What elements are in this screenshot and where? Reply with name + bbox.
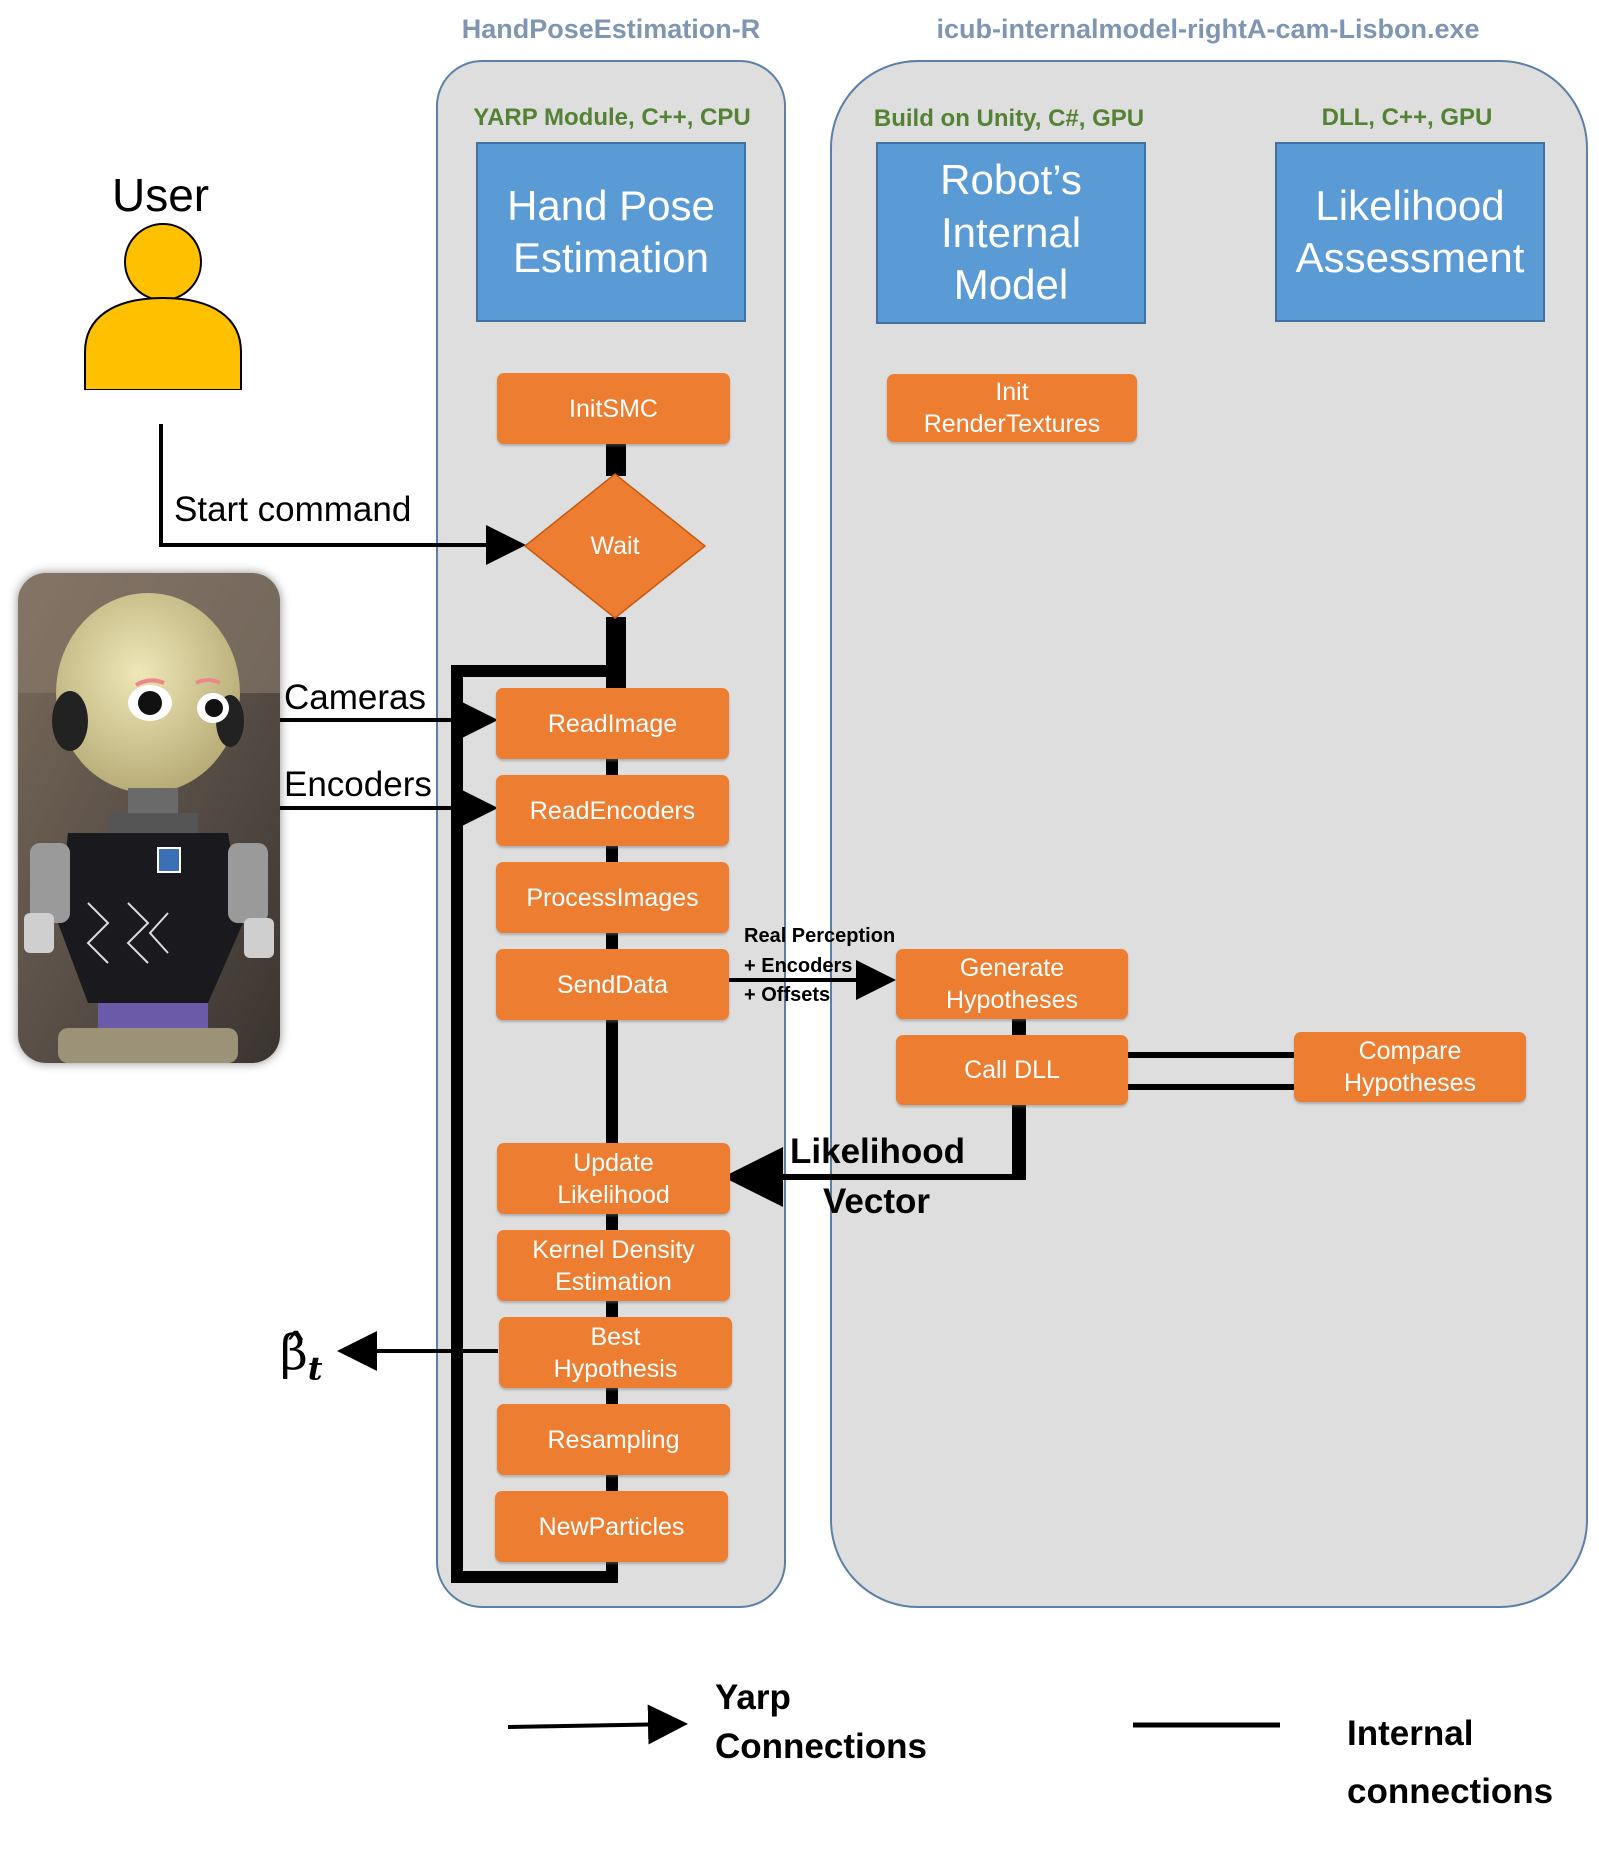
- hand-pose-estimation-module: Hand Pose Estimation: [476, 142, 746, 322]
- step-wait-label: Wait: [590, 531, 640, 560]
- internal-connection-generate-calldll: [1012, 1016, 1026, 1038]
- icub-robot-photo: [18, 573, 280, 1063]
- likelihood-assessment-module: Likelihood Assessment: [1275, 142, 1545, 322]
- user-icon: [84, 223, 242, 390]
- beta-t-output-label: β̂t: [280, 1325, 323, 1388]
- legend-yarp-label-line1: Yarp: [715, 1678, 791, 1717]
- beta-subscript: t: [307, 1349, 323, 1388]
- step-compare-hypotheses: Compare Hypotheses: [1294, 1032, 1526, 1102]
- internal-connection-loop-bottom: [451, 1571, 618, 1583]
- step-processimages: ProcessImages: [496, 862, 729, 933]
- legend-yarp-arrow: [507, 1704, 688, 1745]
- legend-internal-label-line2: connections: [1347, 1772, 1554, 1811]
- start-command-arrow: [159, 424, 526, 565]
- internal-connection-initsmc-wait: [606, 444, 626, 476]
- likelihood-vector-arrow: [723, 1147, 1022, 1207]
- step-init-rendertextures: Init RenderTextures: [887, 374, 1137, 442]
- step-readencoders: ReadEncoders: [496, 775, 729, 846]
- internal-connection-compare-bottom: [1126, 1084, 1294, 1090]
- encoders-label: Encoders: [284, 765, 432, 804]
- step-update-likelihood: Update Likelihood: [497, 1143, 730, 1214]
- real-perception-label-line1: Real Perception: [744, 925, 896, 947]
- left-panel-title: HandPoseEstimation-R: [461, 14, 761, 44]
- icub-robot-picture: [18, 573, 280, 1063]
- step-call-dll: Call DLL: [896, 1035, 1128, 1105]
- user-label: User: [112, 169, 210, 221]
- wait-diamond-icon: [523, 473, 707, 619]
- tech-label-yarp: YARP Module, C++, CPU: [473, 104, 751, 131]
- tech-label-unity: Build on Unity, C#, GPU: [873, 105, 1145, 132]
- tech-label-dll: DLL, C++, GPU: [1321, 104, 1493, 131]
- start-command-label: Start command: [174, 490, 412, 529]
- step-initsmc: InitSMC: [497, 373, 730, 444]
- step-kernel-density-estimation: Kernel Density Estimation: [497, 1230, 730, 1301]
- step-resampling: Resampling: [497, 1404, 730, 1475]
- internal-connection-calldll-down: [1012, 1100, 1026, 1180]
- likelihood-vector-label-line2: Vector: [823, 1182, 930, 1221]
- real-perception-label-line2: + Encoders: [744, 955, 853, 977]
- step-senddata: SendData: [496, 949, 729, 1020]
- robot-internal-model-module: Robot’s Internal Model: [876, 142, 1146, 324]
- beta-symbol: β̂: [280, 1325, 308, 1381]
- right-panel-title: icub-internalmodel-rightA-cam-Lisbon.exe: [936, 14, 1480, 44]
- step-readimage: ReadImage: [496, 688, 729, 759]
- internal-connection-compare-top: [1126, 1052, 1294, 1058]
- cameras-label: Cameras: [284, 678, 426, 717]
- likelihood-vector-label-line1: Likelihood: [790, 1132, 965, 1171]
- legend-yarp-label-line2: Connections: [715, 1727, 927, 1766]
- internal-connection-loop-top: [451, 665, 618, 677]
- step-best-hypothesis: Best Hypothesis: [499, 1317, 732, 1388]
- real-perception-label-line3: + Offsets: [744, 984, 831, 1006]
- step-generate-hypotheses: Generate Hypotheses: [896, 949, 1128, 1019]
- internal-connection-loop-left: [451, 665, 463, 1583]
- step-wait: Wait: [523, 472, 707, 620]
- step-newparticles: NewParticles: [495, 1491, 728, 1562]
- legend-internal-label-line1: Internal: [1347, 1714, 1474, 1753]
